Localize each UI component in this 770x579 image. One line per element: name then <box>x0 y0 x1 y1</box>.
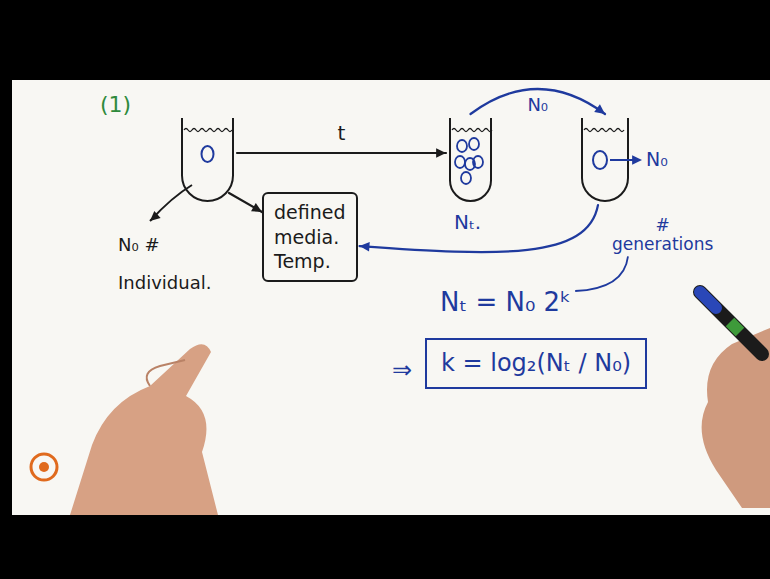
connector-line <box>360 205 598 252</box>
tube-label: N₀ <box>646 148 668 171</box>
cell <box>469 138 479 150</box>
test-tube-node: N₀ <box>580 118 630 203</box>
arrowhead <box>594 104 605 114</box>
connector <box>471 89 606 114</box>
implies-symbol: ⇒ <box>392 356 412 384</box>
cell <box>473 156 483 168</box>
liquid-surface <box>184 129 232 132</box>
test-tube-node: Nₜ. <box>448 118 493 203</box>
cell <box>202 146 214 162</box>
test-tube-node: N₀ # Individual. <box>180 118 235 203</box>
leader-line <box>575 256 628 291</box>
equation: Nₜ = N₀ 2ᵏ <box>440 287 571 317</box>
liquid-surface <box>584 129 624 132</box>
formula-box: k = log₂(Nₜ / N₀) <box>425 338 647 389</box>
connector-line <box>229 193 262 212</box>
leader-path <box>575 256 628 291</box>
cell <box>457 140 467 152</box>
pointer-line <box>150 185 192 221</box>
tube-outline <box>182 118 233 201</box>
pointer-head <box>632 155 642 165</box>
edge-label: N₀ <box>524 94 551 115</box>
tube-outline <box>450 118 491 201</box>
box-text: defined media. Temp. <box>274 200 346 274</box>
cell <box>593 151 607 169</box>
pointer-head <box>150 211 161 221</box>
cell <box>461 172 471 184</box>
liquid-surface <box>452 129 492 132</box>
edge-label: t <box>335 121 349 145</box>
connector <box>360 205 598 252</box>
tube-label: Nₜ. <box>454 210 481 234</box>
arrowhead <box>360 242 370 252</box>
cell <box>455 156 465 168</box>
connector-line <box>471 89 606 114</box>
connector <box>237 148 446 158</box>
connector-line <box>237 152 446 154</box>
tube-label: N₀ # Individual. <box>118 226 228 302</box>
connector <box>229 193 262 212</box>
test-tube <box>580 118 630 203</box>
section-number: (1) <box>100 92 131 117</box>
process-box: defined media. Temp. <box>262 192 358 282</box>
test-tube <box>180 118 235 203</box>
box-text: k = log₂(Nₜ / N₀) <box>441 348 631 379</box>
arrowhead <box>251 203 262 212</box>
annotation: # generations <box>612 216 713 253</box>
arrowhead <box>436 148 446 158</box>
test-tube <box>448 118 493 203</box>
